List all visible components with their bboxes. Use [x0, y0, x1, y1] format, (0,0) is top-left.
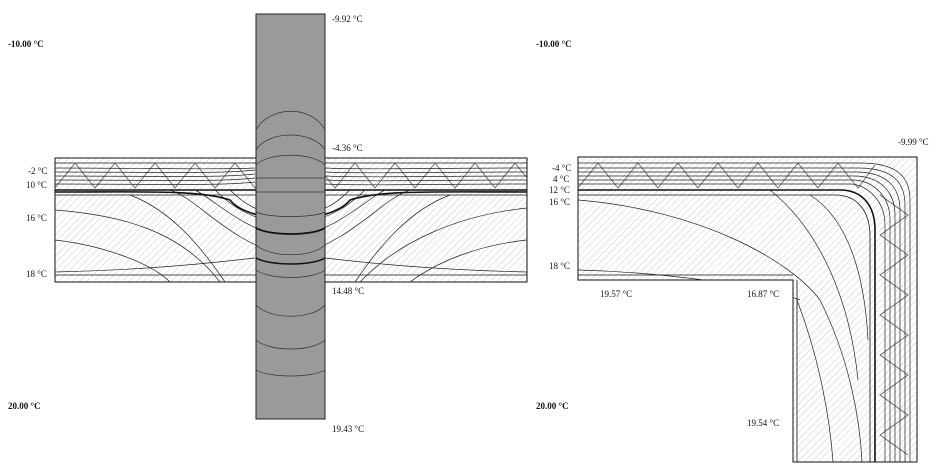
column-top-temp: -9.92 °C	[332, 14, 363, 24]
wall-bottom-temp: 19.54 °C	[747, 418, 779, 428]
isotherm-label-left: -2 °C	[28, 166, 47, 176]
isotherm-label-right: -4 °C	[552, 163, 571, 173]
corner-outer-temp: -9.99 °C	[898, 137, 929, 147]
inner-corner-temp: 16.87 °C	[747, 289, 779, 299]
column-inner-surface-temp: 14.48 °C	[332, 286, 364, 296]
inside-temp-right: 20.00 °C	[536, 401, 569, 411]
column-outer-surface-temp: -4.36 °C	[332, 143, 363, 153]
isotherm-label-right: 18 °C	[549, 261, 570, 271]
inside-temp-left: 20.00 °C	[8, 401, 41, 411]
isotherm-label-right: 16 °C	[549, 197, 570, 207]
isotherm-label-right: 12 °C	[549, 185, 570, 195]
isotherm-label-left: 10 °C	[26, 180, 47, 190]
corner-construction	[577, 156, 918, 463]
column	[255, 13, 326, 420]
isotherm-label-left: 16 °C	[26, 213, 47, 223]
outside-temp-left: -10.00 °C	[8, 39, 44, 49]
right-panel	[577, 156, 918, 463]
left-panel	[54, 13, 528, 420]
column-bottom-temp: 19.43 °C	[332, 424, 364, 434]
slab-underside-temp: 19.57 °C	[600, 289, 632, 299]
isotherm-label-left: 18 °C	[26, 269, 47, 279]
isotherm-label-right: 4 °C	[553, 174, 569, 184]
outside-temp-right: -10.00 °C	[536, 39, 572, 49]
